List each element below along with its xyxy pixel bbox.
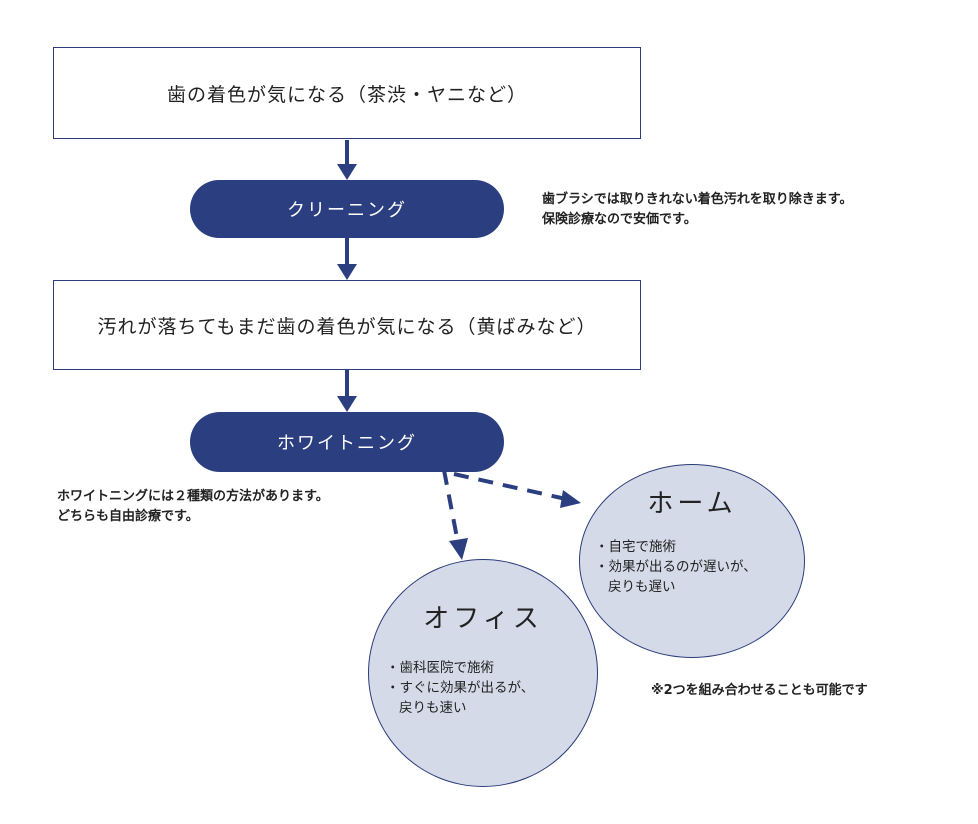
arrowhead-to-office xyxy=(449,538,468,560)
home-item-3: 戻りも遅い xyxy=(608,579,676,595)
dashed-arrow-to-office xyxy=(442,469,460,544)
concern-1-text: 歯の着色が気になる（茶渋・ヤニなど） xyxy=(166,83,527,106)
office-option-circle: オフィス ・歯科医院で施術 ・すぐに効果が出るが、 戻りも速い xyxy=(368,559,598,787)
home-item-2: ・効果が出るのが遅いが、 xyxy=(595,559,757,575)
cleaning-note-line-1: 歯ブラシでは取りきれない着色汚れを取り除きます。 xyxy=(542,192,853,207)
cleaning-note-line-2: 保険診療なので安価です。 xyxy=(542,212,697,227)
cleaning-label: クリーニング xyxy=(287,200,407,221)
whitening-label: ホワイトニング xyxy=(277,433,417,454)
office-items: ・歯科医院で施術 ・すぐに効果が出るが、 戻りも速い xyxy=(386,658,534,718)
home-item-1: ・自宅で施術 xyxy=(595,539,676,555)
cleaning-step: クリーニング xyxy=(190,180,504,238)
arrowhead-to-cleaning xyxy=(337,164,357,180)
concern-2-text: 汚れが落ちてもまだ歯の着色が気になる（黄ばみなど） xyxy=(97,315,597,338)
cleaning-note: 歯ブラシでは取りきれない着色汚れを取り除きます。 保険診療なので安価です。 xyxy=(542,190,852,230)
concern-box-2: 汚れが落ちてもまだ歯の着色が気になる（黄ばみなど） xyxy=(53,280,641,370)
arrowhead-to-whitening xyxy=(337,396,357,412)
whitening-note: ホワイトニングには２種類の方法があります。 どちらも自由診療です。 xyxy=(57,487,329,527)
whitening-step: ホワイトニング xyxy=(190,412,504,472)
arrowhead-to-home xyxy=(560,490,581,508)
dashed-arrow-to-home xyxy=(453,472,567,501)
office-item-1: ・歯科医院で施術 xyxy=(386,660,494,676)
office-item-3: 戻りも速い xyxy=(399,700,467,716)
home-items: ・自宅で施術 ・効果が出るのが遅いが、 戻りも遅い xyxy=(595,537,757,597)
office-title: オフィス xyxy=(423,604,543,634)
office-item-2: ・すぐに効果が出るが、 xyxy=(386,680,535,696)
whitening-note-line-2: どちらも自由診療です。 xyxy=(57,509,199,524)
concern-box-1: 歯の着色が気になる（茶渋・ヤニなど） xyxy=(53,47,641,139)
arrowhead-to-concern-2 xyxy=(337,264,357,280)
home-option-circle: ホーム ・自宅で施術 ・効果が出るのが遅いが、 戻りも遅い xyxy=(579,464,805,658)
whitening-note-line-1: ホワイトニングには２種類の方法があります。 xyxy=(57,489,329,504)
home-title: ホーム xyxy=(647,489,737,519)
combine-note: ※2つを組み合わせることも可能です xyxy=(651,683,868,698)
